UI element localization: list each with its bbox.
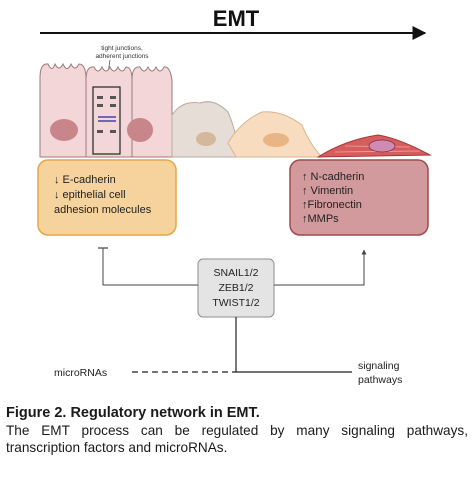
junction-box — [92, 86, 121, 155]
mesenchymal-markers-box — [289, 159, 429, 236]
epithelial-marker-1: ↓ E-cadherin — [54, 174, 116, 186]
epithelial-cells — [39, 62, 173, 158]
epithelial-markers-box — [37, 159, 177, 236]
caption-title: Figure 2. Regulatory network in EMT. — [6, 405, 260, 421]
epithelial-marker-2: ↓ epithelial cell — [54, 189, 126, 201]
junction-label-line1: tight junctions, — [101, 45, 143, 52]
epithelial-cell — [39, 62, 87, 158]
nucleus — [263, 133, 289, 147]
signaling-label-line1: signaling — [358, 360, 400, 372]
microrna-label: microRNAs — [54, 367, 107, 379]
epithelial-cell — [131, 65, 173, 158]
repression-connector — [102, 248, 198, 286]
nucleus — [127, 118, 153, 142]
mesenchymal-marker-1: ↑ N-cadherin — [302, 171, 364, 183]
emt-diagram: EMT tight junctions, adherent junctions … — [37, 6, 432, 386]
figure-caption: Figure 2. Regulatory network in EMT. The… — [6, 404, 468, 456]
tf-zeb: ZEB1/2 — [218, 282, 253, 294]
nucleus — [196, 132, 216, 146]
caption-body: The EMT process can be regulated by many… — [6, 423, 468, 455]
nucleus — [368, 139, 396, 153]
tf-twist: TWIST1/2 — [212, 297, 259, 309]
junction-markers — [97, 96, 116, 133]
mesenchymal-marker-4: ↑MMPs — [302, 213, 339, 225]
activation-connector — [274, 249, 367, 286]
transition-cell-1 — [171, 101, 241, 158]
signaling-label-line2: pathways — [358, 374, 402, 386]
adherent-junction-arrows — [98, 116, 116, 122]
nucleus — [50, 119, 78, 141]
mesenchymal-marker-2: ↑ Vimentin — [302, 185, 353, 197]
junction-label-line2: adherent junctions — [95, 53, 149, 60]
tf-snail: SNAIL1/2 — [214, 267, 259, 279]
epithelial-marker-3: adhesion molecules — [54, 204, 152, 216]
emt-title: EMT — [213, 6, 260, 31]
mesenchymal-marker-3: ↑Fibronectin — [302, 199, 362, 211]
